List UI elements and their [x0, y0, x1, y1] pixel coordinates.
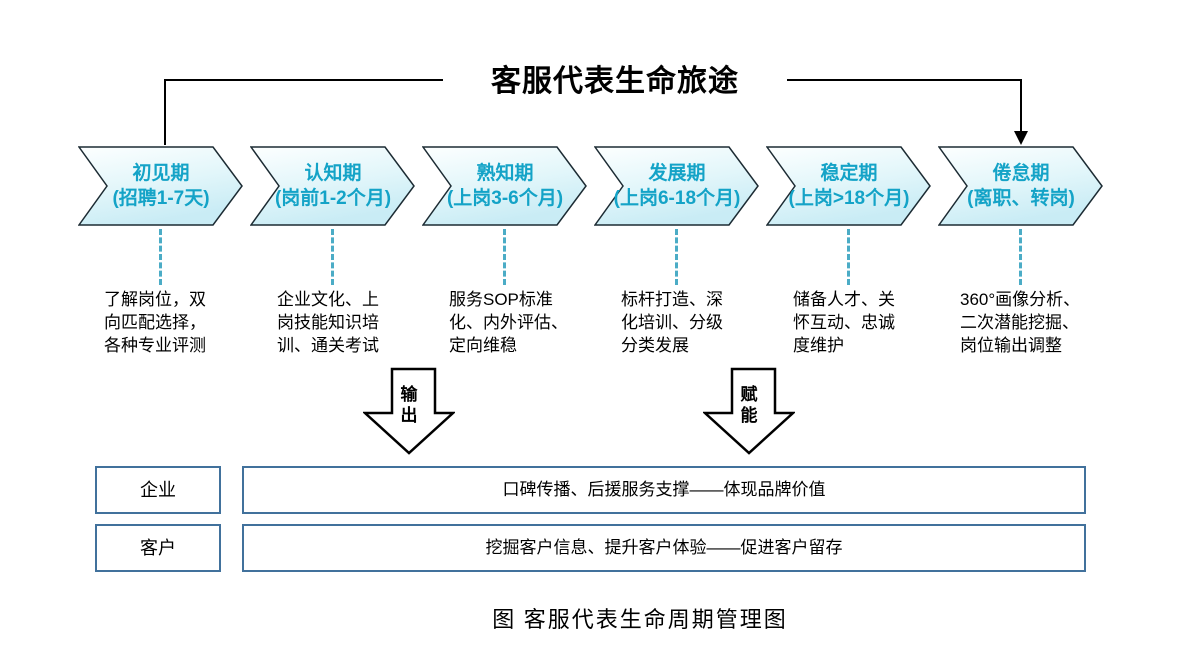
stage-name: 认知期	[304, 163, 362, 184]
chevron-shape-icon	[593, 146, 759, 226]
figure-caption: 图 客服代表生命周期管理图	[492, 607, 788, 632]
stage-description: 标杆打造、深 化培训、分级 分类发展	[621, 290, 723, 355]
empower-down-arrow-icon	[703, 367, 795, 455]
title-right-line	[787, 79, 1022, 132]
stage-description: 了解岗位，双 向匹配选择， 各种专业评测	[104, 290, 206, 355]
chevron-shape-icon	[249, 146, 415, 226]
stage-chevron-cognition: 认知期 (岗前1-2个月)	[249, 146, 415, 226]
title-left-line	[164, 79, 443, 145]
row-label-customer: 客户	[95, 524, 221, 572]
output-down-arrow-icon	[363, 367, 455, 455]
row-content-customer: 挖掘客户信息、提升客户体验——促进客户留存	[242, 524, 1086, 572]
output-arrow-label: 输出	[400, 385, 418, 425]
stage-chevron-development: 发展期 (上岗6-18个月)	[593, 146, 759, 226]
stage-chevron-stable: 稳定期 (上岗>18个月)	[765, 146, 931, 226]
dashed-connector	[331, 229, 334, 285]
empower-arrow-label: 赋能	[740, 385, 758, 425]
stage-chevron-first-meet: 初见期 (招聘1-7天)	[77, 146, 243, 226]
dashed-connector	[1019, 229, 1022, 285]
dashed-connector	[675, 229, 678, 285]
stage-period: (招聘1-7天)	[112, 188, 210, 209]
stage-name: 熟知期	[476, 163, 534, 184]
row-label-enterprise: 企业	[95, 466, 221, 514]
stage-name: 初见期	[132, 163, 190, 184]
stage-chevron-burnout: 倦怠期 (离职、转岗)	[937, 146, 1103, 226]
stage-description: 储备人才、关 怀互动、忠诚 度维护	[793, 290, 895, 355]
stage-description: 360°画像分析、 二次潜能挖掘、 岗位输出调整	[960, 290, 1081, 355]
stage-name: 稳定期	[820, 163, 878, 184]
stage-chevron-familiar: 熟知期 (上岗3-6个月)	[421, 146, 587, 226]
chevron-shape-icon	[765, 146, 931, 226]
stage-name: 发展期	[648, 163, 706, 184]
stage-period: (上岗>18个月)	[788, 188, 910, 209]
chevron-shape-icon	[421, 146, 587, 226]
stage-period: (上岗6-18个月)	[613, 188, 741, 209]
stage-period: (岗前1-2个月)	[274, 188, 392, 209]
dashed-connector	[503, 229, 506, 285]
diagram-title: 客服代表生命旅途	[491, 65, 739, 98]
stage-name: 倦怠期	[992, 163, 1050, 184]
row-content-enterprise: 口碑传播、后援服务支撑——体现品牌价值	[242, 466, 1086, 514]
dashed-connector	[159, 229, 162, 285]
chevron-shape-icon	[937, 146, 1103, 226]
down-arrowhead-icon	[1014, 131, 1028, 145]
chevron-shape-icon	[77, 146, 243, 226]
stage-description: 企业文化、上 岗技能知识培 训、通关考试	[277, 290, 379, 355]
dashed-connector	[847, 229, 850, 285]
stage-period: (上岗3-6个月)	[446, 188, 564, 209]
stage-period: (离职、转岗)	[967, 188, 1075, 209]
stage-description: 服务SOP标准 化、内外评估、 定向维稳	[449, 290, 568, 355]
